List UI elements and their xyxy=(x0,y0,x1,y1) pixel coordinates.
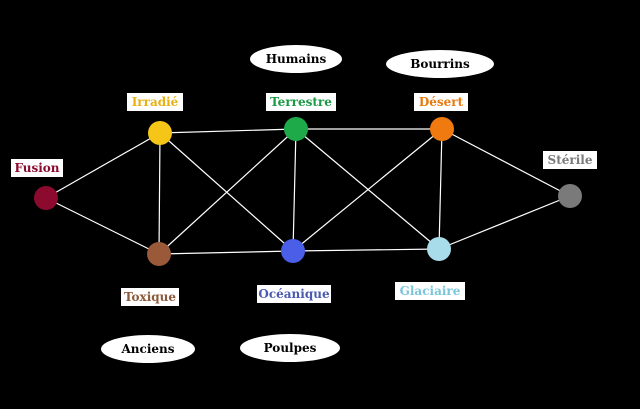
group-label-anciens: Anciens xyxy=(101,335,195,363)
node-glaciaire xyxy=(427,237,451,261)
edge-terrestre-toxique xyxy=(158,128,297,255)
node-label-irradie: Irradié xyxy=(127,93,183,111)
group-label-humains: Humains xyxy=(250,45,342,73)
node-label-box xyxy=(11,159,63,177)
group-ellipse xyxy=(250,45,342,73)
edge-desert-glaciaire xyxy=(438,128,443,250)
node-fusion xyxy=(34,186,58,210)
node-oceanique xyxy=(281,239,305,263)
edge-oceanique-glaciaire xyxy=(292,248,440,252)
group-label-text: Bourrins xyxy=(410,57,470,71)
node-label-text: Désert xyxy=(419,95,464,109)
group-label-poulpes: Poulpes xyxy=(240,334,340,362)
node-label-text: Stérile xyxy=(548,153,593,167)
node-label-box xyxy=(395,282,465,300)
node-irradie xyxy=(148,121,172,145)
group-ellipse xyxy=(240,334,340,362)
group-ellipse xyxy=(386,50,494,78)
group-label-bourrins: Bourrins xyxy=(386,50,494,78)
node-label-text: Glaciaire xyxy=(400,284,461,298)
node-label-text: Irradié xyxy=(132,95,179,109)
edge-fusion-toxique xyxy=(45,197,160,255)
labels-layer: Fusion Irradié Terrestre DésertStérileToxiq… xyxy=(11,93,597,306)
group-label-text: Poulpes xyxy=(264,341,317,355)
edge-terrestre-glaciaire xyxy=(295,128,440,250)
node-label-box xyxy=(266,93,336,111)
node-desert xyxy=(430,117,454,141)
node-terrestre xyxy=(284,117,308,141)
node-label-fusion: Fusion xyxy=(11,159,63,177)
node-sterile xyxy=(558,184,582,208)
edge-terrestre-oceanique xyxy=(292,128,297,252)
node-label-sterile: Stérile xyxy=(543,151,597,169)
node-label-box xyxy=(543,151,597,169)
edge-glaciaire-sterile xyxy=(438,195,571,250)
edge-irradie-toxique xyxy=(158,132,161,255)
node-label-toxique: Toxique xyxy=(121,288,179,306)
edge-desert-sterile xyxy=(441,128,571,197)
edges-layer xyxy=(45,128,571,255)
node-label-desert: Désert xyxy=(414,93,468,111)
node-label-text: Fusion xyxy=(14,161,59,175)
node-label-text: Toxique xyxy=(124,290,176,304)
node-label-terrestre: Terrestre xyxy=(266,93,336,111)
group-label-text: Humains xyxy=(266,52,327,66)
node-label-box xyxy=(121,288,179,306)
nodes-layer xyxy=(34,117,582,266)
node-label-box xyxy=(257,285,331,303)
node-label-text: Océanique xyxy=(258,287,330,301)
node-toxique xyxy=(147,242,171,266)
group-label-text: Anciens xyxy=(120,342,174,356)
node-label-oceanique: Océanique xyxy=(257,285,331,303)
node-label-glaciaire: Glaciaire xyxy=(395,282,465,300)
group-ellipse xyxy=(101,335,195,363)
node-label-box xyxy=(127,93,183,111)
edge-irradie-terrestre xyxy=(159,128,297,134)
edge-toxique-oceanique xyxy=(158,250,294,255)
edge-fusion-irradie xyxy=(45,132,161,199)
node-label-box xyxy=(414,93,468,111)
node-label-text: Terrestre xyxy=(270,95,332,109)
edge-desert-oceanique xyxy=(292,128,443,252)
